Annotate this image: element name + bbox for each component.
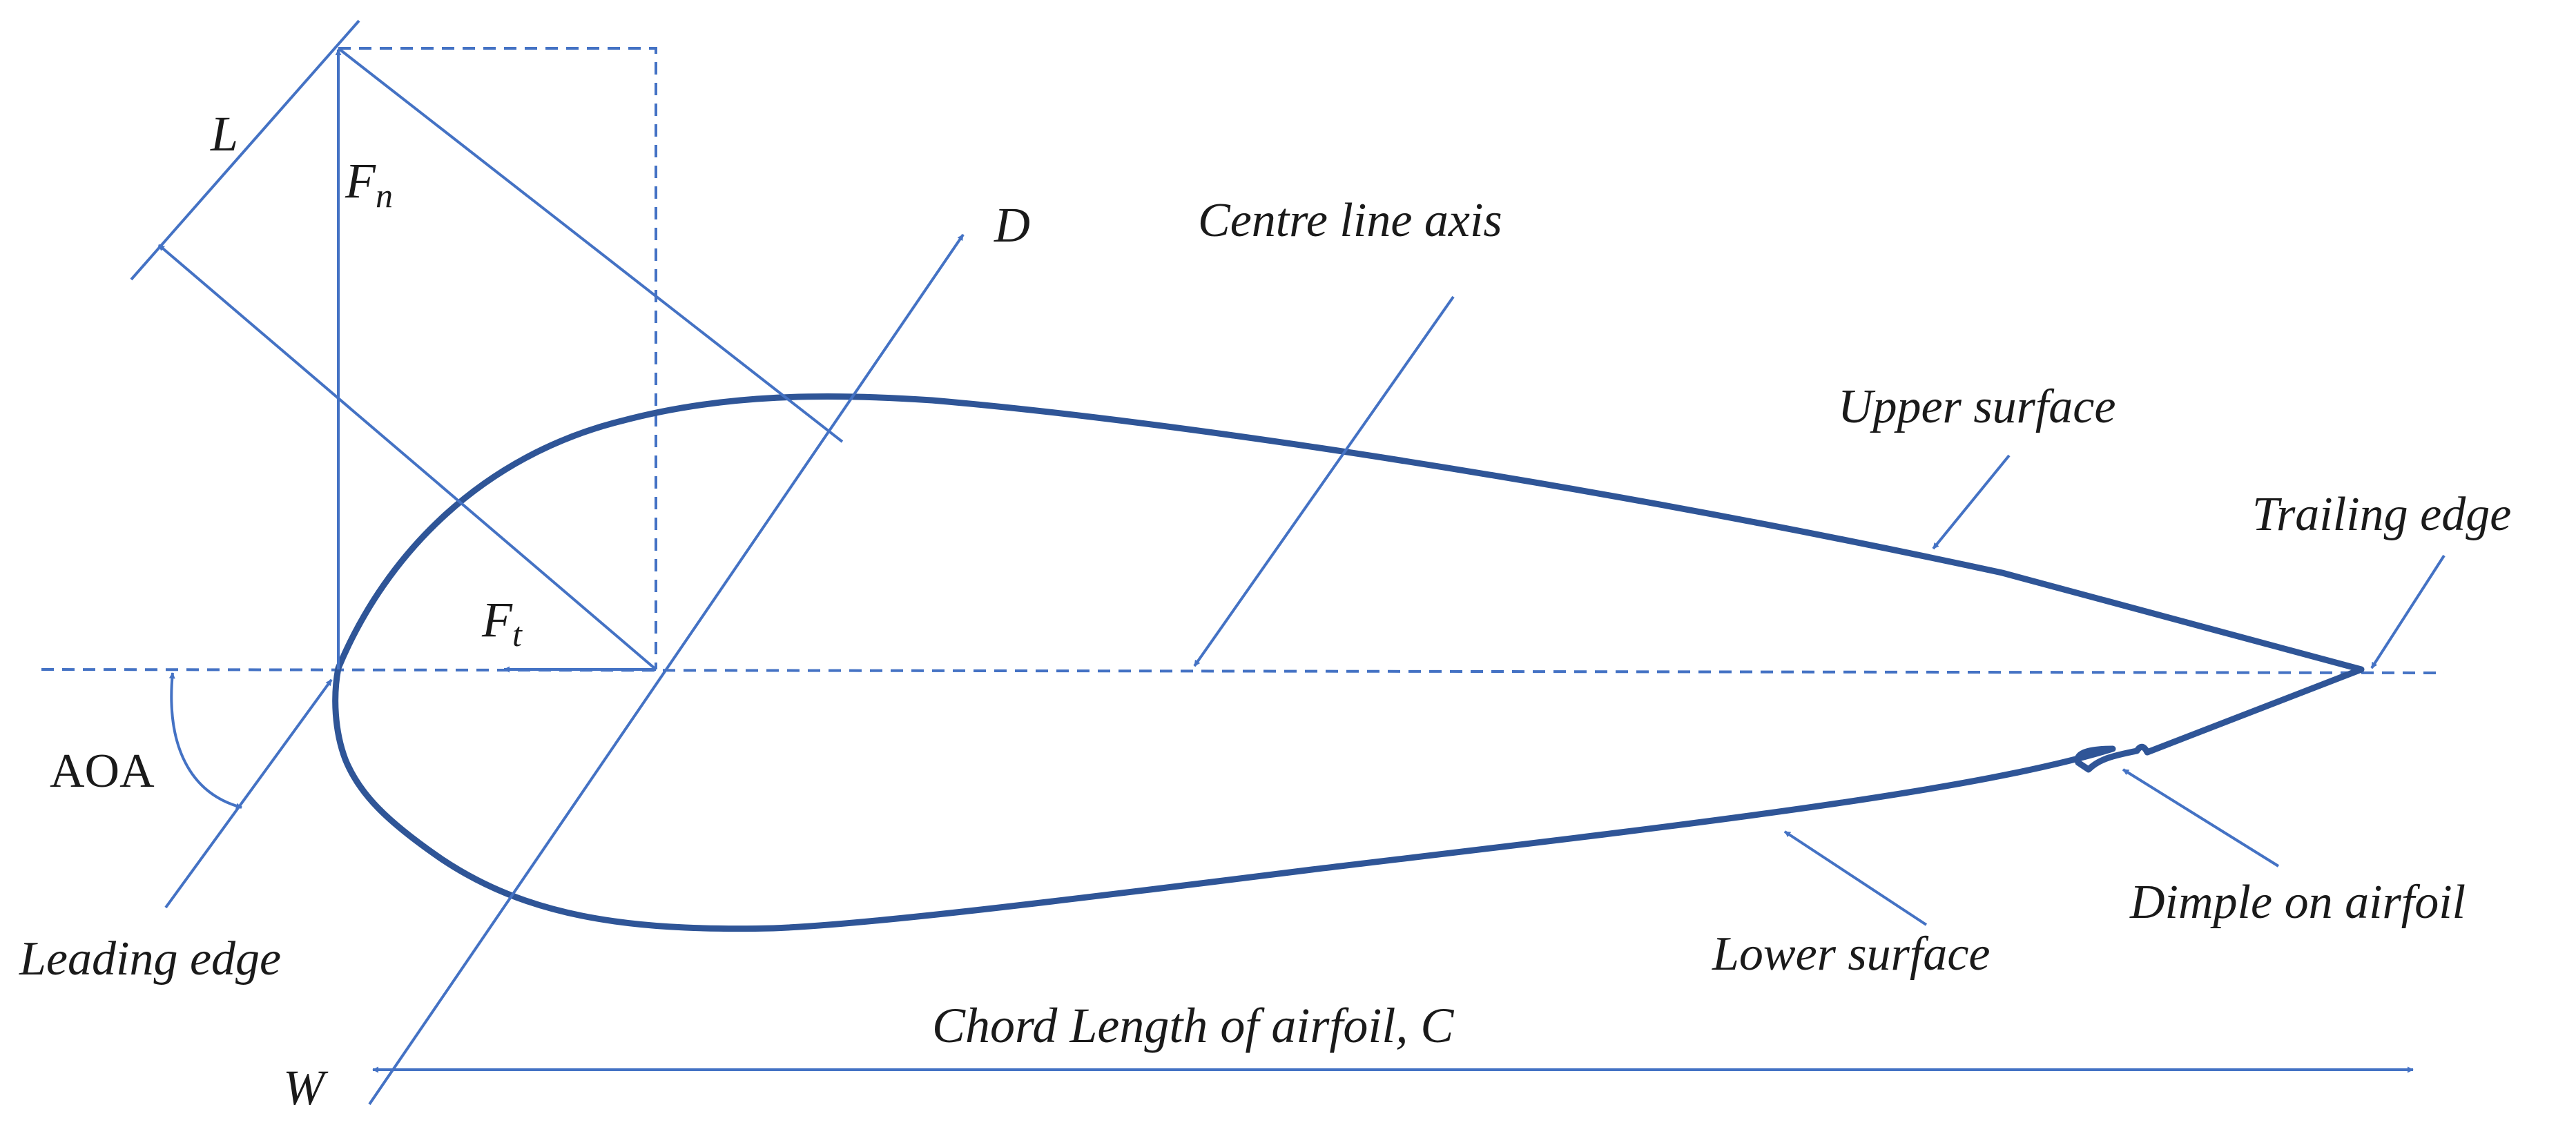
- tangential-force-label: Ft: [481, 592, 523, 654]
- dimple-label: Dimple on airfoil: [2129, 876, 2466, 929]
- lift-label: L: [210, 106, 238, 161]
- trailing-edge-label: Trailing edge: [2252, 488, 2511, 541]
- upper-surface-pointer: [1932, 454, 2011, 550]
- centre-line-label: Centre line axis: [1198, 194, 1502, 247]
- trailing-edge-pointer: [2370, 554, 2446, 669]
- lower-surface-label: Lower surface: [1712, 928, 1991, 981]
- drag-weight-axis: [368, 233, 965, 1106]
- centre-line-axis: [41, 668, 2445, 674]
- drag-label: D: [994, 197, 1030, 253]
- upper-surface-label: Upper surface: [1838, 380, 2115, 433]
- airfoil-outline: [332, 393, 2365, 932]
- leading-edge-pointer: [164, 678, 333, 909]
- weight-label: W: [283, 1060, 329, 1115]
- force-resolution-box: [338, 47, 657, 669]
- normal-force-label: Fn: [345, 153, 393, 215]
- dimple-pointer: [2122, 768, 2280, 868]
- leading-edge-label: Leading edge: [19, 932, 281, 986]
- aoa-arc: [168, 672, 242, 810]
- centre-line-pointer: [1193, 295, 1455, 667]
- chord-length-label: Chord Length of airfoil, C: [932, 998, 1454, 1053]
- aoa-label: AOA: [50, 745, 155, 798]
- lower-surface-pointer: [1783, 830, 1928, 926]
- lift-arrow: [157, 244, 657, 671]
- lift-axis-line: [130, 19, 360, 281]
- resultant-line: [337, 47, 844, 443]
